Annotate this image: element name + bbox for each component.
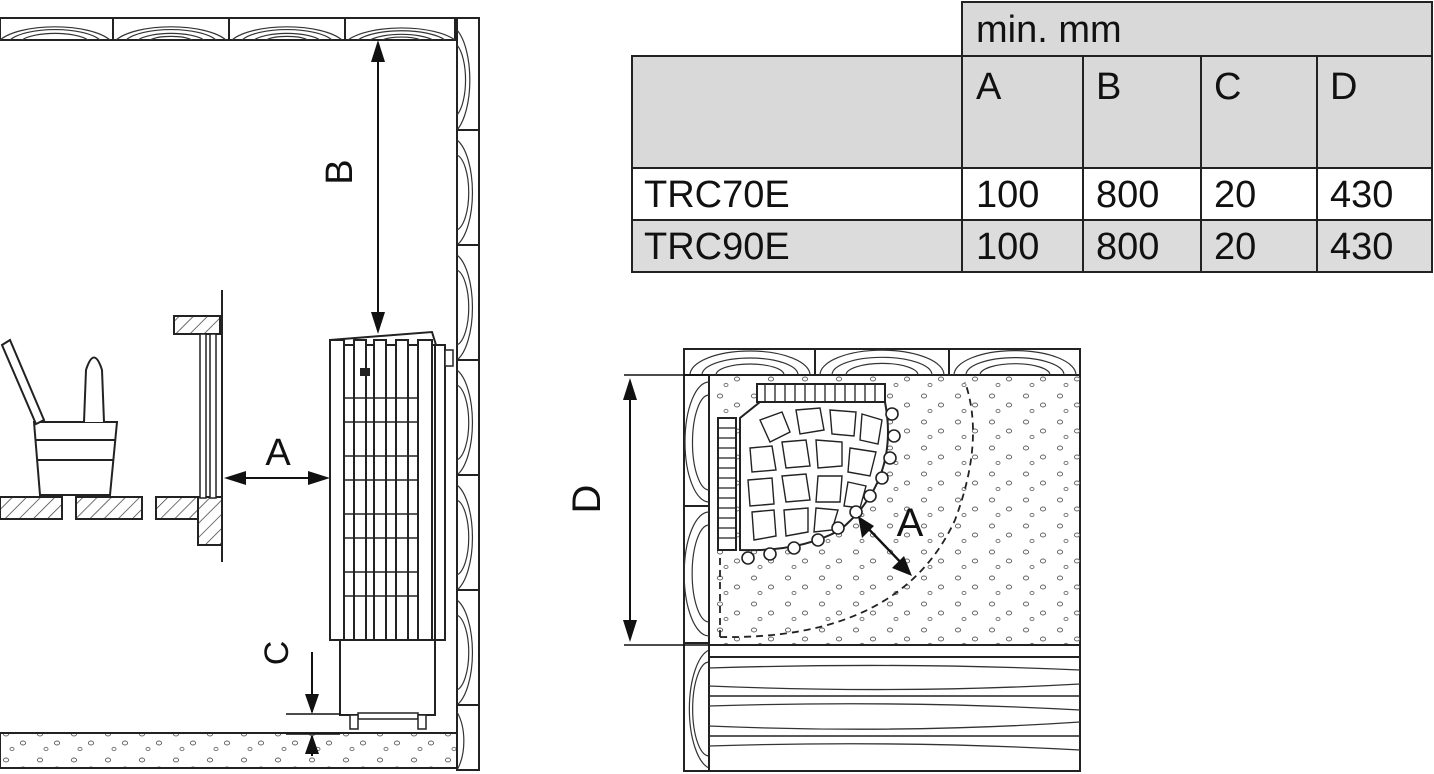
label-a-side: A	[265, 432, 291, 474]
dimension-c	[286, 652, 340, 756]
right-wall-beams	[456, 17, 480, 771]
dimension-b	[371, 40, 385, 334]
clearance-boundary	[719, 381, 974, 638]
bench	[0, 290, 223, 562]
sauna-bucket-icon	[0, 338, 119, 496]
dimension-d	[623, 374, 709, 646]
label-a-top: A	[897, 501, 924, 545]
label-b: B	[319, 159, 361, 184]
ceiling-beams	[0, 17, 456, 41]
bench-planks	[708, 644, 1081, 772]
left-wall-beams	[683, 374, 710, 772]
floor	[0, 732, 458, 769]
label-d: D	[565, 485, 609, 514]
heater-side	[329, 330, 454, 730]
dimension-a-side	[224, 471, 330, 485]
label-c: C	[258, 641, 296, 666]
heater-top	[717, 383, 901, 565]
side-view: B A C	[0, 17, 480, 771]
dimension-a-top	[858, 516, 912, 576]
top-wall-beams	[683, 348, 1081, 376]
top-view: A D	[565, 348, 1081, 772]
